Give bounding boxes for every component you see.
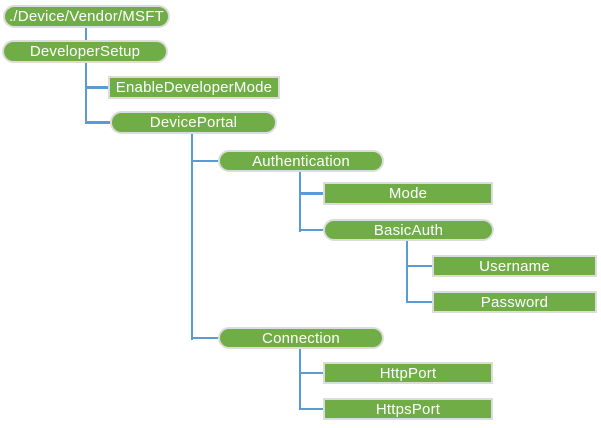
connector-stub-basicauth <box>298 228 323 232</box>
connector-stub-connection <box>190 336 218 340</box>
node-password: Password <box>432 291 597 313</box>
node-mode: Mode <box>323 182 493 205</box>
connector-stub-mode <box>298 192 323 195</box>
node-enabledevelopermode: EnableDeveloperMode <box>108 76 280 99</box>
node-device-vendor-msft: ./Device/Vendor/MSFT <box>3 5 170 28</box>
connector-deviceportal-trunk <box>190 133 194 340</box>
connector-basicauth-trunk <box>405 240 409 304</box>
connector-stub-httpport <box>298 371 323 375</box>
connector-stub-username <box>405 264 432 268</box>
connector-root-to-developersetup <box>84 27 88 41</box>
connector-stub-password <box>405 300 432 304</box>
node-basicauth: BasicAuth <box>323 219 494 241</box>
node-username: Username <box>432 255 597 277</box>
node-developersetup: DeveloperSetup <box>2 40 168 63</box>
connector-stub-deviceportal <box>84 121 110 124</box>
node-authentication: Authentication <box>218 150 384 172</box>
connector-connection-trunk <box>298 348 302 411</box>
connector-stub-authentication <box>190 159 218 163</box>
node-httpport: HttpPort <box>323 362 493 384</box>
connector-authentication-trunk <box>298 171 302 232</box>
connector-stub-httpsport <box>298 407 323 411</box>
connector-stub-enabledevelopermode <box>84 86 108 89</box>
node-connection: Connection <box>218 327 384 349</box>
connector-developersetup-trunk <box>84 62 88 124</box>
node-deviceportal: DevicePortal <box>110 111 277 134</box>
node-httpsport: HttpsPort <box>323 398 493 420</box>
